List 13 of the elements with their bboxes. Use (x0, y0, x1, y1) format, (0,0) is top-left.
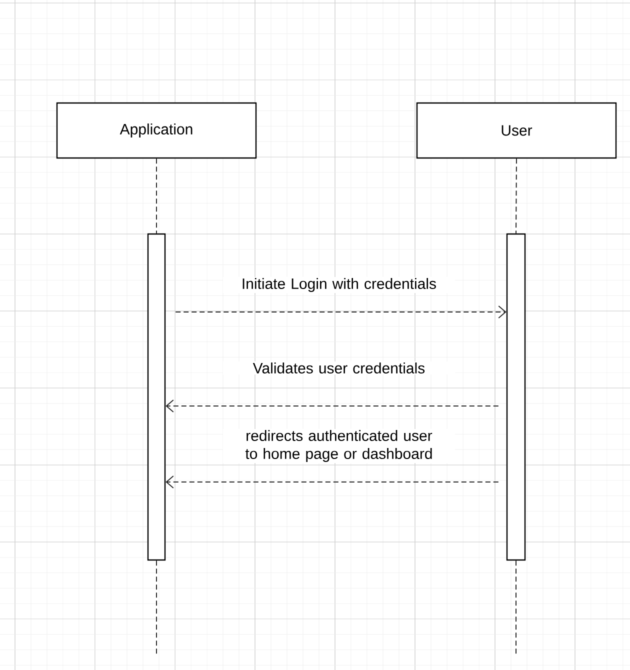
edge-label: Validates user credentials (223, 362, 455, 374)
message-arrow (166, 476, 499, 488)
edge-label: redirects authenticated user to home page or dashboard (223, 429, 455, 463)
activation-bar (506, 233, 526, 561)
edge-label: Initiate Login with credentials (223, 277, 455, 293)
participant-box: Application (56, 102, 257, 159)
participant-box: User (416, 102, 617, 159)
message-arrow (175, 306, 506, 318)
message-arrow (166, 400, 499, 412)
lifeline (156, 158, 157, 234)
lifeline (156, 560, 157, 656)
lifeline (516, 158, 517, 234)
activation-bar (147, 233, 166, 561)
